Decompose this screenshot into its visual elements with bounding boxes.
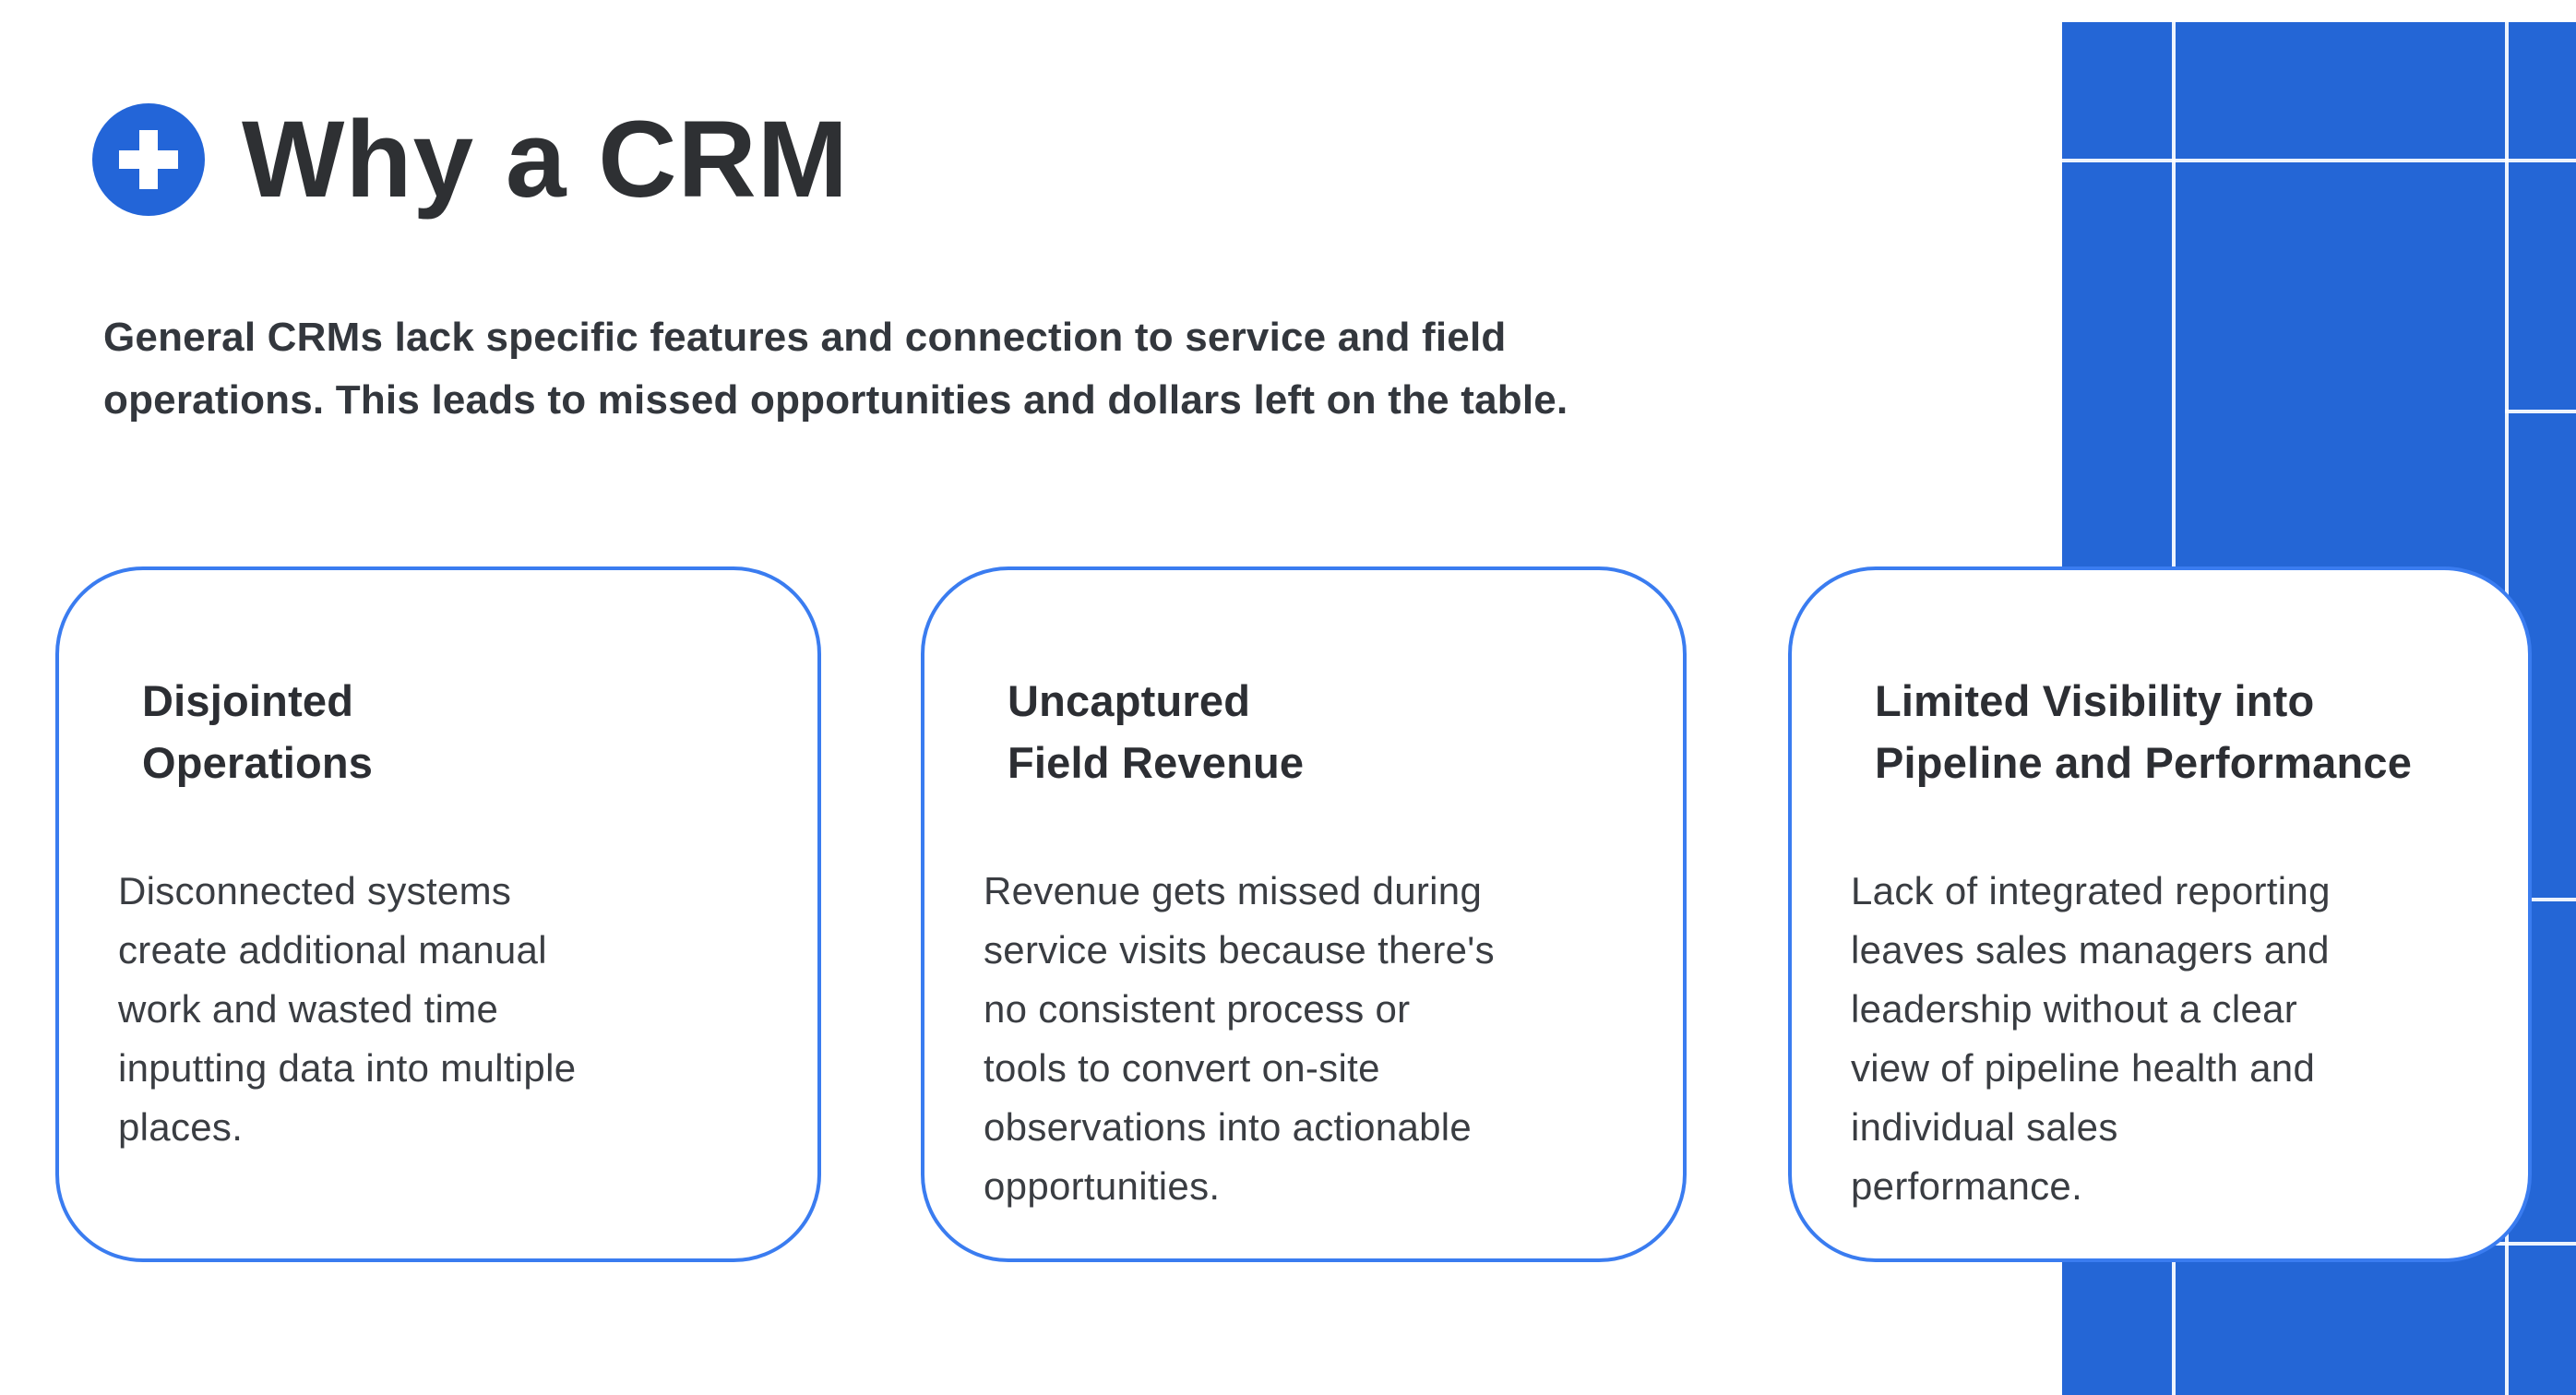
card-body-line: view of pipeline health and bbox=[1851, 1046, 2316, 1090]
header: Why a CRM bbox=[92, 99, 849, 221]
plus-icon bbox=[92, 103, 205, 216]
card-title-line: Disjointed bbox=[142, 676, 354, 725]
card-body: Lack of integrated reporting leaves sale… bbox=[1851, 862, 2476, 1216]
card-body-line: service visits because there's bbox=[984, 928, 1495, 972]
card-body-line: performance. bbox=[1851, 1164, 2083, 1208]
card-body-line: leaves sales managers and bbox=[1851, 928, 2330, 972]
card-title: Uncaptured Field Revenue bbox=[1008, 670, 1631, 793]
grid-hline-1 bbox=[2062, 159, 2576, 162]
card-title: Limited Visibility into Pipeline and Per… bbox=[1875, 670, 2476, 793]
subtitle-line: General CRMs lack specific features and … bbox=[103, 315, 1507, 360]
plus-icon-vertical-bar bbox=[139, 130, 158, 189]
card-uncaptured-field-revenue: Uncaptured Field Revenue Revenue gets mi… bbox=[921, 566, 1687, 1262]
card-title-line: Pipeline and Performance bbox=[1875, 738, 2413, 787]
card-limited-visibility: Limited Visibility into Pipeline and Per… bbox=[1788, 566, 2532, 1262]
card-body-line: Revenue gets missed during bbox=[984, 869, 1483, 912]
page-title: Why a CRM bbox=[242, 99, 849, 221]
card-body-line: Disconnected systems bbox=[118, 869, 512, 912]
card-body-line: Lack of integrated reporting bbox=[1851, 869, 2331, 912]
card-title-line: Operations bbox=[142, 738, 374, 787]
card-body-line: individual sales bbox=[1851, 1105, 2118, 1149]
card-body-line: tools to convert on-site bbox=[984, 1046, 1380, 1090]
card-title: Disjointed Operations bbox=[142, 670, 766, 793]
card-title-line: Field Revenue bbox=[1008, 738, 1305, 787]
card-body-line: create additional manual bbox=[118, 928, 547, 972]
card-body-line: observations into actionable bbox=[984, 1105, 1473, 1149]
subtitle: General CRMs lack specific features and … bbox=[103, 306, 1568, 432]
card-body: Disconnected systems create additional m… bbox=[118, 862, 766, 1157]
card-body-line: opportunities. bbox=[984, 1164, 1221, 1208]
card-body: Revenue gets missed during service visit… bbox=[984, 862, 1631, 1216]
card-body-line: work and wasted time bbox=[118, 987, 499, 1031]
card-body-line: places. bbox=[118, 1105, 244, 1149]
card-title-line: Limited Visibility into bbox=[1875, 676, 2315, 725]
card-body-line: no consistent process or bbox=[984, 987, 1411, 1031]
subtitle-line: operations. This leads to missed opportu… bbox=[103, 377, 1568, 423]
card-title-line: Uncaptured bbox=[1008, 676, 1251, 725]
grid-hline-2 bbox=[2505, 410, 2576, 413]
card-body-line: inputting data into multiple bbox=[118, 1046, 577, 1090]
card-disjointed-operations: Disjointed Operations Disconnected syste… bbox=[55, 566, 821, 1262]
card-body-line: leadership without a clear bbox=[1851, 987, 2298, 1031]
